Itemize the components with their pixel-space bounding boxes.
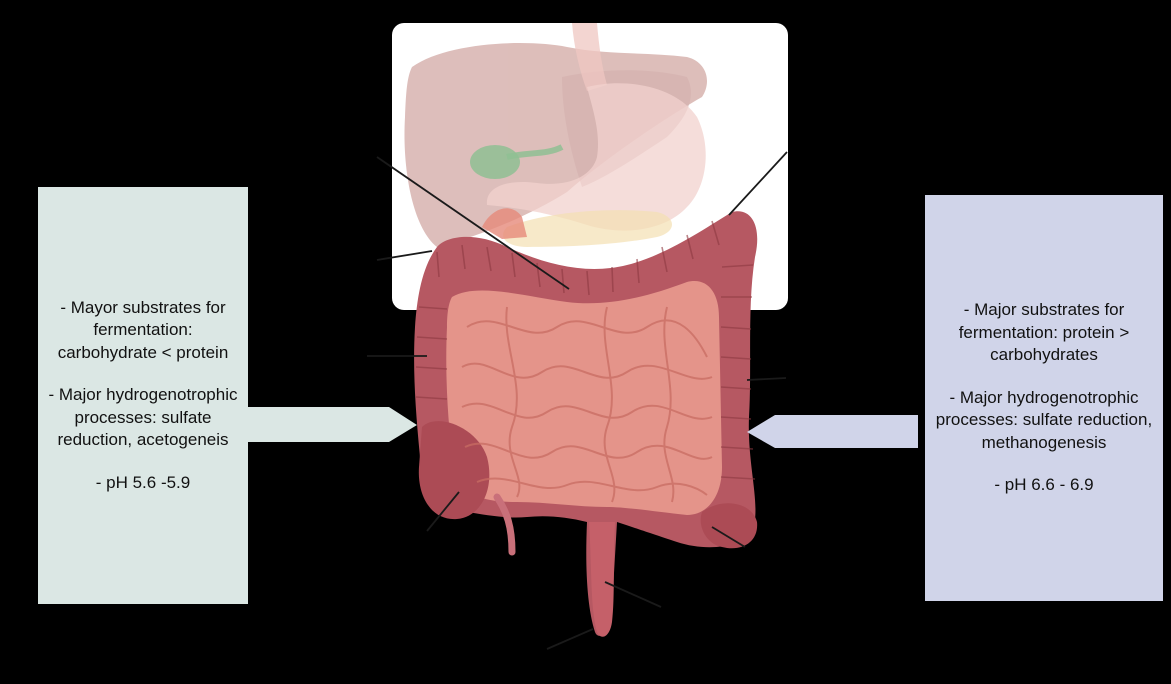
large-intestine [414, 211, 757, 636]
left-colon-info-panel: - Mayor substrates for fermentation: car… [38, 187, 248, 604]
left-arrow-pointer [241, 407, 417, 442]
right-ph-text: - pH 6.6 - 6.9 [994, 474, 1093, 497]
left-ph-text: - pH 5.6 -5.9 [96, 472, 191, 495]
right-substrates-text: - Major substrates for fermentation: pro… [935, 299, 1153, 367]
right-arrow-pointer [747, 415, 918, 448]
right-processes-text: - Major hydrogenotrophic processes: sulf… [935, 387, 1153, 455]
diagram-canvas: - Mayor substrates for fermentation: car… [7, 7, 1165, 677]
pancreas [503, 210, 672, 247]
left-processes-text: - Major hydrogenotrophic processes: sulf… [48, 384, 238, 452]
right-colon-info-panel: - Major substrates for fermentation: pro… [925, 195, 1163, 601]
left-substrates-text: - Mayor substrates for fermentation: car… [48, 297, 238, 365]
